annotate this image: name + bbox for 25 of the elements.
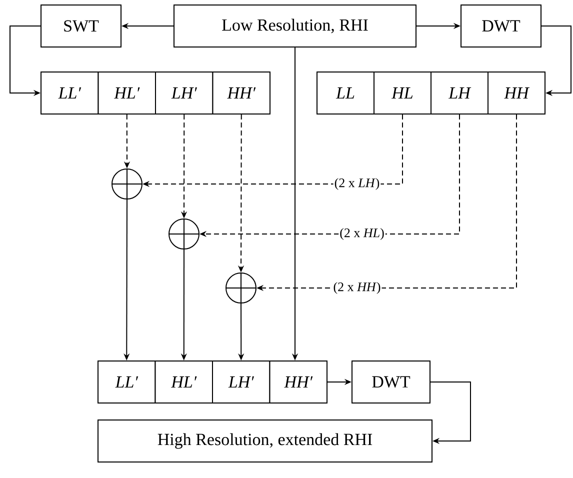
- subband-cell: LL: [316, 72, 374, 114]
- process-box: High Resolution, extended RHI: [98, 420, 432, 462]
- subband-cell: HH: [488, 72, 546, 114]
- process-box: DWT: [352, 360, 430, 404]
- subband-cell: LH: [430, 72, 488, 114]
- subband-cell: LH′: [212, 360, 270, 404]
- subband-cell: LH′: [155, 72, 214, 114]
- subband-cell: HH′: [269, 360, 328, 404]
- subband-cell: HL: [374, 72, 432, 114]
- subband-cell: HL′: [98, 72, 156, 114]
- edge-label: (2 x HH): [332, 281, 382, 295]
- summing-junction: [226, 272, 256, 304]
- subband-cell: HL′: [154, 360, 213, 404]
- edge-label: (2 x HL): [338, 227, 386, 241]
- process-box: Low Resolution, RHI: [174, 4, 416, 48]
- summing-junction: [112, 168, 142, 200]
- arrow: [541, 26, 572, 96]
- summing-junction: [168, 218, 200, 250]
- edge-label: (2 x LH): [333, 177, 381, 191]
- arrow: [430, 382, 471, 444]
- process-box: DWT: [460, 4, 542, 48]
- subband-cell: HH′: [212, 72, 270, 114]
- process-box: SWT: [40, 4, 122, 48]
- subband-cell: LL′: [98, 360, 156, 404]
- subband-cell: LL′: [40, 72, 99, 114]
